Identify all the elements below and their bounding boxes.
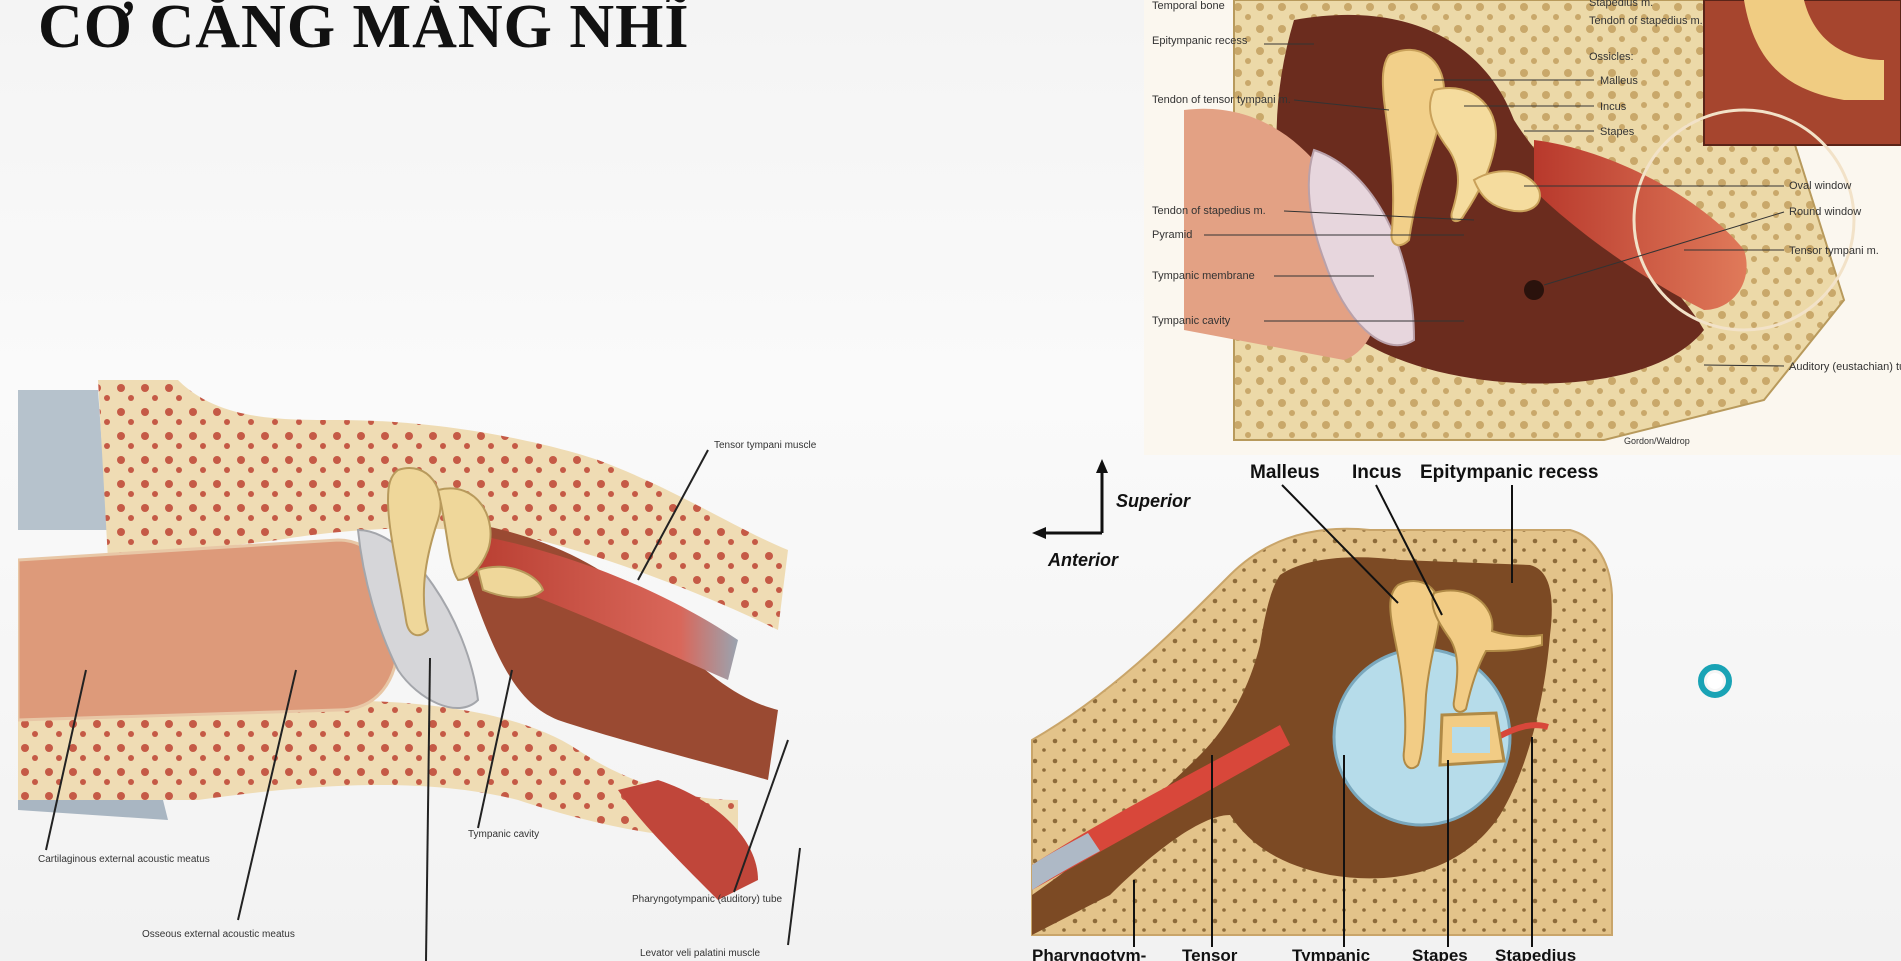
label-temporal-bone: Temporal bone xyxy=(1152,0,1225,12)
tensor-tympani-muscle-shape xyxy=(1534,140,1747,310)
round-window-shape xyxy=(1524,280,1544,300)
top-left-labels: Temporal bone Epitympanic recess Tendon … xyxy=(1152,0,1291,327)
label-epitympanic-recess-bold: Epitympanic recess xyxy=(1420,462,1598,483)
label-round-window: Round window xyxy=(1789,206,1861,218)
label-pharyngotym: Pharyngotym- xyxy=(1032,946,1146,961)
stapes-shape xyxy=(1472,170,1541,213)
label-tensor: Tensor xyxy=(1182,946,1238,961)
left-illustration: Tensor tympani muscle Cartilaginous exte… xyxy=(18,380,817,961)
slide-title: CƠ CĂNG MÀNG NHĨ xyxy=(38,0,690,61)
arrow-left-icon xyxy=(1032,527,1046,539)
label-pharyngotympanic-tube: Pharyngotympanic (auditory) tube xyxy=(632,894,783,905)
label-tympanic-cavity-left: Tympanic cavity xyxy=(468,829,539,840)
top-right-illustration: Temporal bone Epitympanic recess Tendon … xyxy=(1144,0,1901,455)
loading-cursor-icon xyxy=(1698,664,1732,698)
label-auditory-tube: Auditory (eustachian) tube xyxy=(1789,361,1901,373)
label-tendon-stapedius: Tendon of stapedius m. xyxy=(1152,205,1266,217)
label-pyramid: Pyramid xyxy=(1152,229,1192,241)
left-diagram: Tensor tympani muscle Cartilaginous exte… xyxy=(18,380,898,961)
incus-left-shape xyxy=(436,487,492,582)
levator-muscle-shape xyxy=(618,780,758,900)
malleus-shape xyxy=(1381,49,1446,247)
tensor-tympani-left-shape xyxy=(448,530,738,680)
label-oval-window: Oval window xyxy=(1789,180,1851,192)
bottom-right-illustration: Malleus Incus Epitympanic recess Superio… xyxy=(1031,459,1613,961)
label-epitympanic-recess: Epitympanic recess xyxy=(1152,35,1248,47)
label-malleus-bold: Malleus xyxy=(1250,462,1320,483)
label-tympanic: Tympanic xyxy=(1292,946,1370,961)
top-right-labels: Stapedius m. Tendon of stapedius m. Ossi… xyxy=(1589,0,1901,446)
label-levator-veli-palatini: Levator veli palatini muscle xyxy=(640,948,760,959)
top-right-diagram: Temporal bone Epitympanic recess Tendon … xyxy=(1144,0,1901,455)
label-superior: Superior xyxy=(1116,491,1191,511)
stapes-left-shape xyxy=(476,565,545,599)
label-incus: Incus xyxy=(1600,101,1627,113)
label-tendon-tensor-tympani: Tendon of tensor tympani m. xyxy=(1152,94,1291,106)
label-ossicles: Ossicles: xyxy=(1589,51,1634,63)
label-stapes: Stapes xyxy=(1600,126,1635,138)
arrow-up-icon xyxy=(1096,459,1108,473)
label-stapedius-m: Stapedius m. xyxy=(1589,0,1653,9)
ear-canal-shape xyxy=(1184,108,1379,360)
label-anterior: Anterior xyxy=(1047,550,1119,570)
label-tensor-tympani-m: Tensor tympani m. xyxy=(1789,245,1879,257)
label-tympanic-cavity: Tympanic cavity xyxy=(1152,315,1231,327)
bottom-right-diagram: Malleus Incus Epitympanic recess Superio… xyxy=(1030,455,1650,961)
label-stapes-bold: Stapes xyxy=(1412,946,1468,961)
label-tympanic-membrane: Tympanic membrane xyxy=(1152,270,1255,282)
external-meatus-shape xyxy=(18,538,400,722)
label-tendon-stapedius-m: Tendon of stapedius m. xyxy=(1589,15,1703,27)
label-cartilaginous-meatus: Cartilaginous external acoustic meatus xyxy=(38,854,210,865)
credit-gordon-waldrop: Gordon/Waldrop xyxy=(1624,436,1690,446)
lower-bone-shape xyxy=(18,700,738,840)
label-malleus: Malleus xyxy=(1600,75,1638,87)
orientation-arrows: Superior Anterior xyxy=(1032,459,1191,570)
tympanic-membrane-shape xyxy=(1307,148,1416,347)
label-stapedius-bold: Stapedius xyxy=(1495,946,1576,961)
label-incus-bold: Incus xyxy=(1352,462,1402,483)
label-osseous-meatus: Osseous external acoustic meatus xyxy=(142,929,295,940)
label-tensor-tympani-muscle: Tensor tympani muscle xyxy=(714,440,817,451)
malleus-left-shape xyxy=(386,467,442,637)
bottom-incus-shape xyxy=(1431,589,1543,713)
